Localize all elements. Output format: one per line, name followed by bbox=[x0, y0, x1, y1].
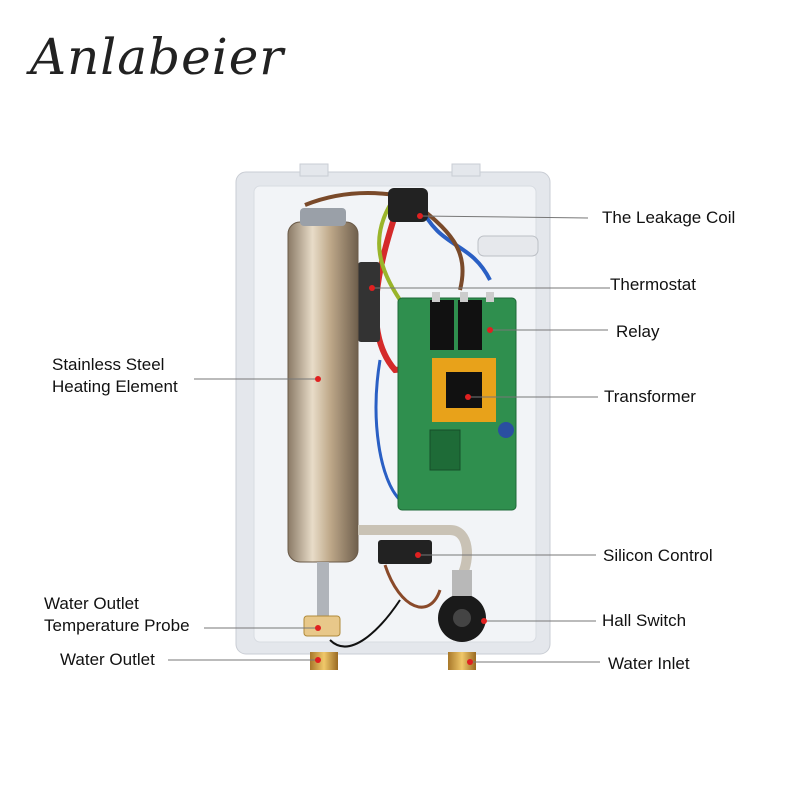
transformer-core bbox=[446, 372, 482, 408]
heating-element-cap bbox=[300, 208, 346, 226]
label-probe-line2: Temperature Probe bbox=[44, 616, 190, 635]
label-relay: Relay bbox=[616, 322, 660, 341]
dot-probe bbox=[315, 625, 321, 631]
hall-switch-center bbox=[453, 609, 471, 627]
relay-right bbox=[458, 300, 482, 350]
wire-brown-top bbox=[304, 191, 396, 207]
leader-lines bbox=[168, 215, 610, 663]
brand-logo: Anlabeier bbox=[30, 28, 285, 86]
temperature-probe-part bbox=[303, 615, 341, 637]
label-silicon-control: Silicon Control bbox=[603, 546, 713, 565]
label-leakage-coil: The Leakage Coil bbox=[602, 208, 736, 227]
dot-leakage-coil bbox=[417, 213, 423, 219]
relay-terminal-1 bbox=[432, 292, 440, 302]
relay-terminal-2 bbox=[460, 292, 468, 302]
label-transformer: Transformer bbox=[604, 387, 696, 406]
cable-clamp bbox=[477, 235, 539, 257]
relay-left bbox=[430, 300, 454, 350]
pcb-chip bbox=[429, 429, 461, 471]
water-inlet-fitting bbox=[448, 652, 476, 670]
label-heating-element-line2: Heating Element bbox=[52, 377, 178, 396]
heating-element-outlet-pipe bbox=[317, 562, 329, 632]
wire-blue-low bbox=[374, 359, 402, 502]
dot-water-inlet bbox=[467, 659, 473, 665]
dot-relay bbox=[487, 327, 493, 333]
label-water-inlet: Water Inlet bbox=[608, 654, 690, 673]
label-thermostat: Thermostat bbox=[610, 275, 696, 294]
probe-wire bbox=[329, 599, 401, 648]
housing-tab-left bbox=[299, 163, 329, 177]
leader-leakage-coil bbox=[419, 215, 589, 219]
leakage-coil-part bbox=[388, 188, 428, 222]
water-outlet-fitting bbox=[310, 652, 338, 670]
silicon-control-part bbox=[378, 540, 432, 564]
housing-tab-right bbox=[451, 163, 481, 177]
dot-transformer bbox=[465, 394, 471, 400]
label-probe-line1: Water Outlet bbox=[44, 594, 139, 613]
pcb-capacitor bbox=[498, 422, 514, 438]
dot-heating-element bbox=[315, 376, 321, 382]
label-heating-element-line1: Stainless Steel bbox=[52, 355, 165, 374]
hall-switch-body bbox=[452, 570, 472, 596]
relay-terminal-3 bbox=[486, 292, 494, 302]
thermostat-part bbox=[358, 262, 380, 342]
label-hall-switch: Hall Switch bbox=[602, 611, 687, 630]
dot-thermostat bbox=[369, 285, 375, 291]
leader-dots bbox=[315, 213, 493, 665]
dot-water-outlet bbox=[315, 657, 321, 663]
wire-yellow-green bbox=[377, 204, 402, 302]
dot-silicon-control bbox=[415, 552, 421, 558]
copper-pipe bbox=[358, 525, 472, 578]
label-water-outlet: Water Outlet bbox=[60, 650, 155, 669]
dot-hall-switch bbox=[481, 618, 487, 624]
copper-coil bbox=[383, 564, 442, 609]
heating-element-tube bbox=[287, 221, 359, 563]
